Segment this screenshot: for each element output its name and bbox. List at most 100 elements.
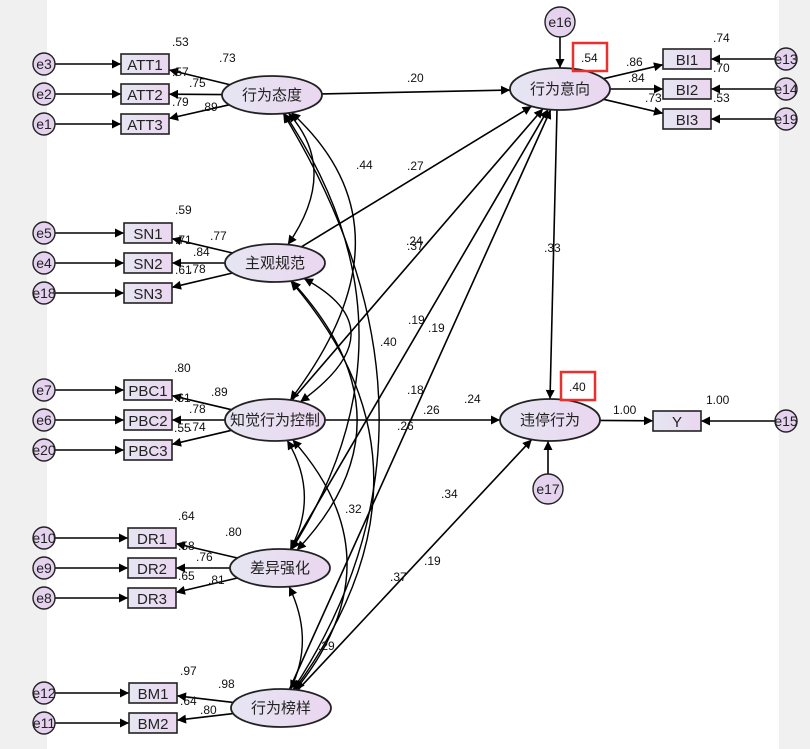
covariance-value: .29 [318, 639, 335, 653]
indicator-Y[interactable] [652, 410, 702, 432]
latent-label: 行为榜样 [251, 699, 311, 717]
r2-value: .80 [174, 361, 191, 375]
error-term-e18[interactable] [32, 281, 56, 305]
disturbance-e16[interactable] [544, 6, 576, 38]
path-coefficient: .33 [544, 241, 561, 255]
latent-BM[interactable] [230, 688, 332, 728]
loading-value: .84 [628, 71, 645, 85]
disturbance-label: e17 [536, 481, 560, 497]
indicator-BI3[interactable] [662, 108, 712, 130]
error-term-e6[interactable] [32, 408, 56, 432]
error-term-e13[interactable] [774, 47, 798, 71]
error-term-e20[interactable] [32, 438, 56, 462]
latent-PBC[interactable] [224, 398, 326, 442]
loading-value: .73 [219, 51, 236, 65]
indicator-label: DR3 [137, 591, 167, 608]
error-term-e3[interactable] [32, 52, 56, 76]
latent-label: 知觉行为控制 [230, 411, 320, 429]
path-coefficient: .40 [380, 335, 397, 349]
indicator-BI2[interactable] [662, 78, 712, 100]
indicator-PBC2[interactable] [123, 409, 173, 431]
error-term-e11[interactable] [32, 711, 56, 735]
error-term-e14[interactable] [774, 77, 798, 101]
error-term-e19[interactable] [774, 107, 798, 131]
indicator-label: SN2 [133, 256, 162, 273]
latent-label: 行为态度 [242, 86, 302, 104]
latent-SN[interactable] [224, 243, 326, 283]
indicator-label: PBC3 [128, 443, 167, 460]
indicator-ATT1[interactable] [120, 53, 170, 75]
path-BM-BI [288, 109, 552, 690]
covariance-value: .26 [397, 419, 414, 433]
r2-value: .58 [178, 539, 195, 553]
error-term-e7[interactable] [32, 378, 56, 402]
error-term-e1[interactable] [32, 112, 56, 136]
indicator-DR1[interactable] [127, 527, 177, 549]
error-term-e5[interactable] [32, 221, 56, 245]
disturbance-e17[interactable] [532, 473, 564, 505]
loading-value: .80 [225, 525, 242, 539]
error-term-e9[interactable] [32, 556, 56, 580]
error-label: e20 [32, 442, 56, 458]
r2-value: .57 [172, 65, 189, 79]
latent-BI[interactable] [509, 67, 611, 111]
indicator-SN3[interactable] [123, 282, 173, 304]
indicator-BM1[interactable] [128, 682, 178, 704]
loading-path [175, 577, 238, 595]
r2-value: .61 [174, 391, 191, 405]
latent-DR[interactable] [229, 548, 331, 588]
indicator-label: SN3 [133, 286, 162, 303]
r2-value: .97 [180, 664, 197, 678]
covariance-ATT-PBC [289, 112, 356, 401]
indicator-label: PBC1 [128, 383, 167, 400]
indicator-label: DR2 [137, 561, 167, 578]
indicator-PBC1[interactable] [123, 379, 173, 401]
covariance-value: .34 [441, 487, 458, 501]
error-term-e4[interactable] [32, 251, 56, 275]
r2-value: .59 [175, 203, 192, 217]
latent-B[interactable] [499, 398, 601, 442]
latent-label: 主观规范 [245, 254, 305, 272]
loading-value: .73 [645, 91, 662, 105]
error-label: e6 [36, 412, 52, 428]
covariance-value: .19 [408, 313, 425, 327]
error-term-e12[interactable] [32, 681, 56, 705]
covariance-PBC-BM [292, 439, 348, 691]
r2-value: .71 [175, 233, 192, 247]
latent-label: 行为意向 [530, 80, 590, 98]
error-term-e15[interactable] [774, 409, 798, 433]
indicator-ATT3[interactable] [120, 113, 170, 135]
loading-value: .76 [196, 550, 213, 564]
error-label: e14 [774, 81, 798, 97]
error-term-e2[interactable] [32, 82, 56, 106]
indicator-label: PBC2 [128, 413, 167, 430]
loading-value: .78 [189, 402, 206, 416]
indicator-BM2[interactable] [128, 712, 178, 734]
latent-ATT[interactable] [221, 75, 323, 115]
highlight-box [559, 370, 597, 402]
loading-path [168, 104, 230, 121]
covariance-DR-BM [288, 586, 304, 690]
loading-path [176, 692, 234, 704]
error-term-e8[interactable] [32, 586, 56, 610]
covariance-value: .24 [406, 234, 423, 248]
path-BM-B [297, 439, 533, 691]
indicator-SN2[interactable] [123, 252, 173, 274]
latent-label: 违停行为 [520, 411, 580, 429]
r2-value: .55 [174, 421, 191, 435]
loading-path [171, 272, 233, 290]
loading-value: .75 [189, 76, 206, 90]
loading-value: .98 [218, 677, 235, 691]
indicator-BI1[interactable] [662, 48, 712, 70]
indicator-DR3[interactable] [127, 587, 177, 609]
indicator-PBC3[interactable] [123, 439, 173, 461]
indicator-ATT2[interactable] [120, 83, 170, 105]
loading-value: .89 [211, 385, 228, 399]
indicator-SN1[interactable] [123, 222, 173, 244]
path-DR-BI [290, 108, 549, 550]
indicator-label: Y [672, 414, 682, 431]
indicator-DR2[interactable] [127, 557, 177, 579]
covariance-ATT-BM [282, 113, 380, 690]
error-term-e10[interactable] [32, 526, 56, 550]
